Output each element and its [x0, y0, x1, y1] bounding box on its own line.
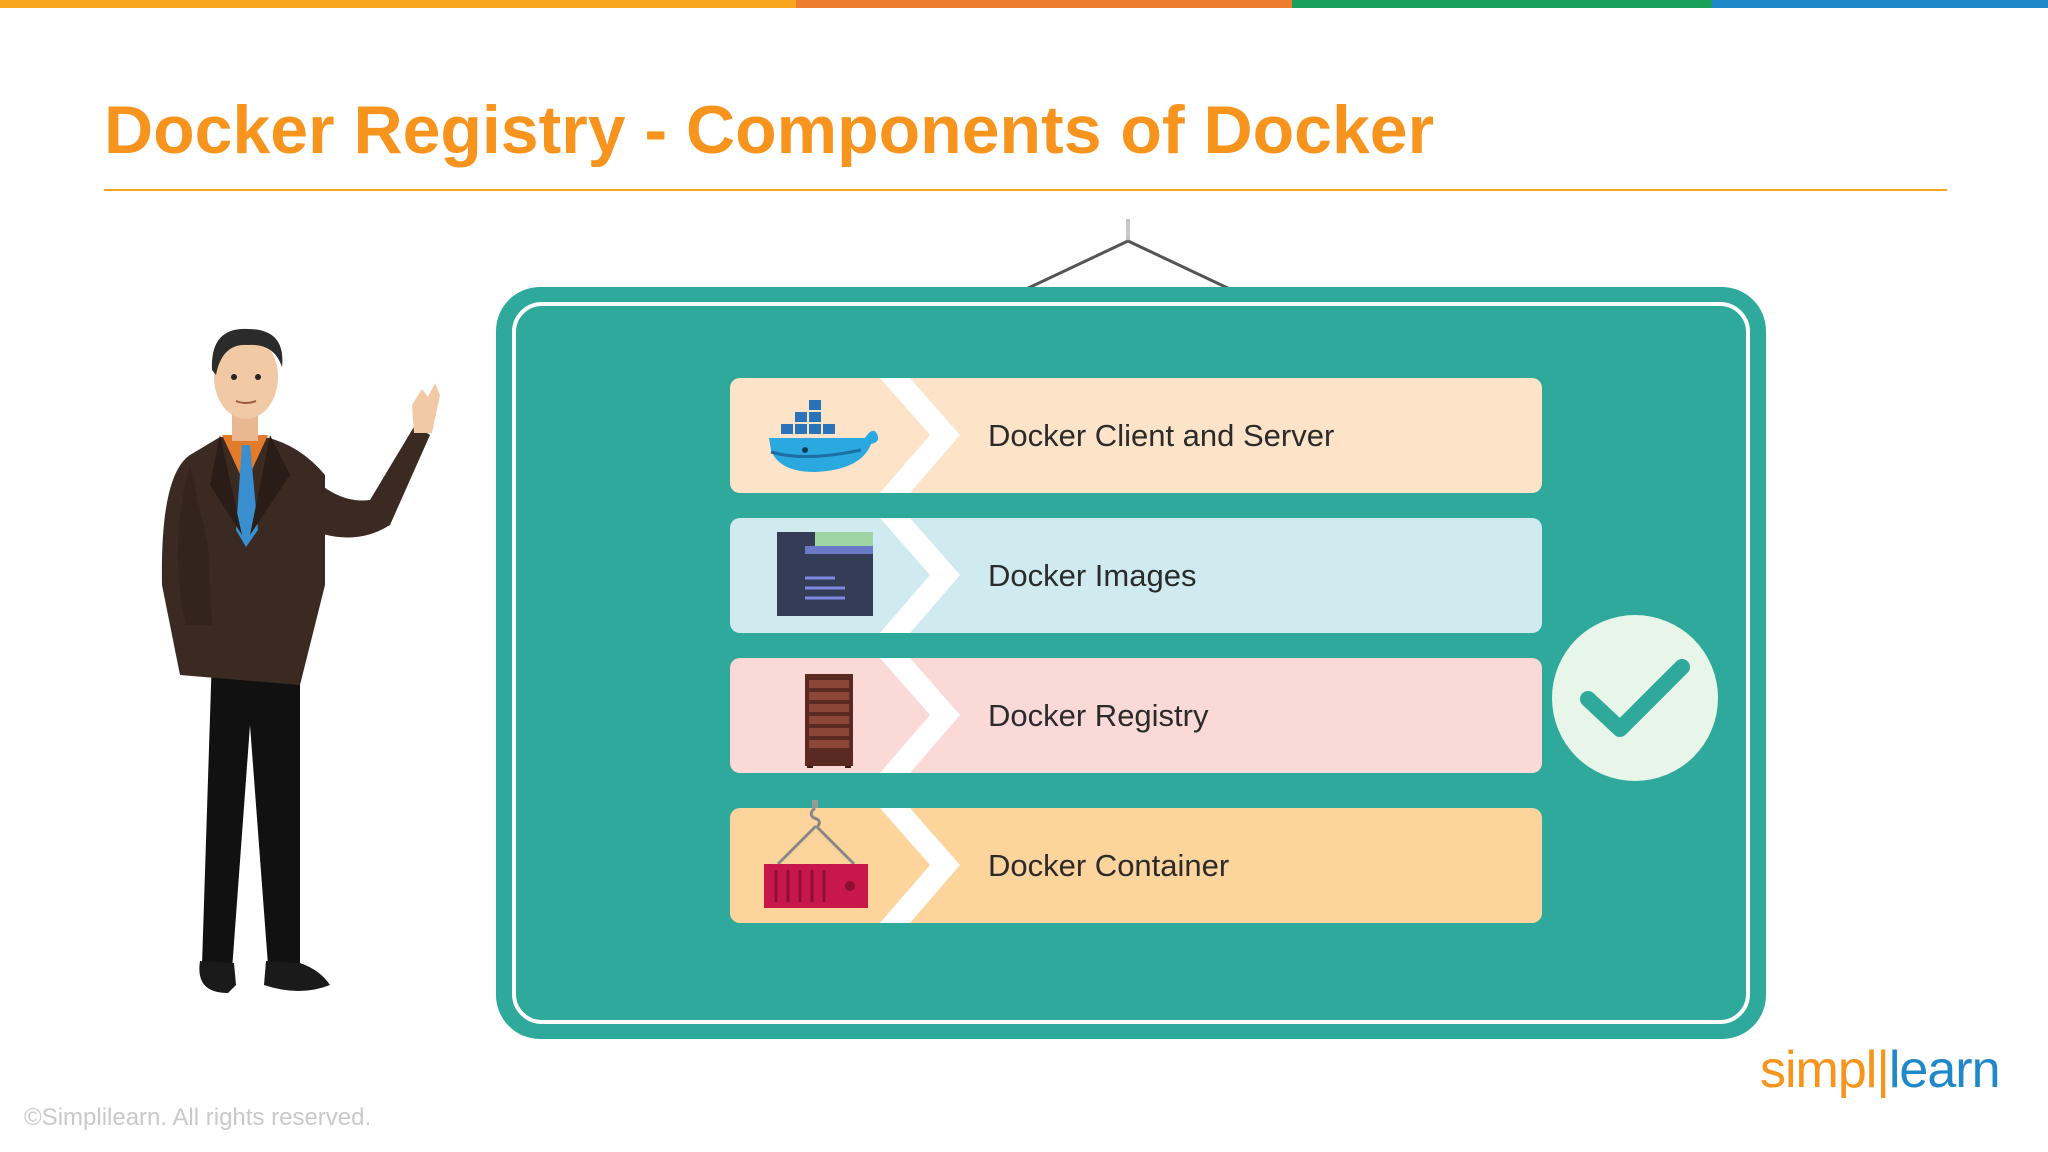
chevron-right-icon [880, 378, 960, 493]
slide-title: Docker Registry - Components of Docker [104, 92, 1435, 168]
top-color-stripe [0, 0, 2048, 8]
copyright-text: ©Simplilearn. All rights reserved. [24, 1104, 372, 1131]
server-rack-icon [805, 674, 853, 768]
component-label: Docker Registry [988, 698, 1209, 733]
component-item-registry: Docker Registry [730, 658, 1542, 773]
presenter-man-pointing-icon [161, 328, 440, 993]
board-inner-frame [512, 302, 1750, 1024]
checkmark-icon [1552, 615, 1718, 781]
logo-part-learn: learn [1888, 1041, 2001, 1099]
component-item-images: Docker Images [730, 518, 1542, 633]
component-label: Docker Images [988, 558, 1197, 593]
stripe-segment-green [1292, 0, 1712, 8]
logo-part-simpl: simpl [1760, 1041, 1877, 1099]
component-label: Docker Client and Server [988, 418, 1335, 453]
board-hanger [1021, 219, 1235, 293]
chevron-right-icon [880, 518, 960, 633]
simplilearn-logo: simpl|learn [1760, 1040, 2000, 1100]
chevron-right-icon [880, 808, 960, 923]
stripe-segment-dark-orange [796, 0, 1292, 8]
chevron-right-icon [880, 658, 960, 773]
stripe-segment-blue [1712, 0, 2048, 8]
image-file-icon [777, 532, 873, 616]
logo-divider-glyph: | [1876, 1041, 1889, 1099]
shipping-container-icon [764, 800, 868, 908]
title-divider [104, 189, 1947, 191]
component-label: Docker Container [988, 848, 1230, 883]
stripe-segment-orange [0, 0, 796, 8]
component-item-client-server: Docker Client and Server [730, 378, 1542, 493]
docker-whale-icon [769, 400, 879, 472]
